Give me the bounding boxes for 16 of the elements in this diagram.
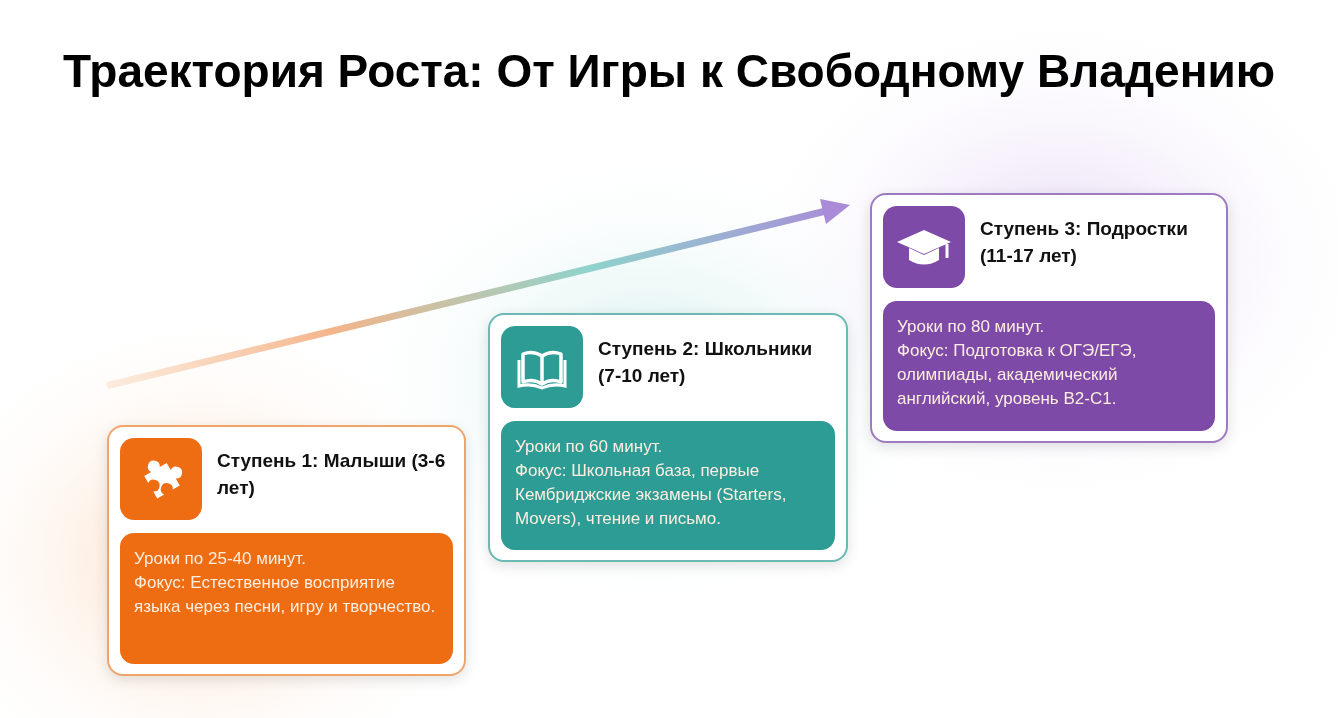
description-text: Уроки по 25-40 минут. xyxy=(134,548,307,570)
description-text: Фокус: Школьная база, первые Кембриджские экзамены (Starters, Movers), чтение и письмо. xyxy=(515,460,788,530)
description-text: Уроки по 60 минут. xyxy=(515,436,664,458)
description-panel xyxy=(120,533,453,664)
stage-heading: Ступень 2: Школьники (7-10 лет) xyxy=(598,337,814,388)
description-text: Фокус: Подготовка к ОГЭ/ЕГЭ, олимпиады, академический английский, уровень B2-C1. xyxy=(897,340,1138,410)
stage-heading: Ступень 1: Малыши (3-6 лет) xyxy=(217,449,447,500)
stage-heading: Ступень 3: Подростки (11-17 лет) xyxy=(980,217,1189,268)
description-text: Фокус: Естественное восприятие языка через песни, игру и творчество. xyxy=(134,572,437,618)
description-panel xyxy=(883,301,1215,431)
title: Траектория Роста: От Игры к Свободному Владению xyxy=(61,44,1277,99)
stage-card xyxy=(488,313,848,562)
description-text: Уроки по 80 минут. xyxy=(897,316,1046,338)
description-panel xyxy=(501,421,835,550)
stage-card xyxy=(107,425,466,676)
stage-card xyxy=(870,193,1228,443)
